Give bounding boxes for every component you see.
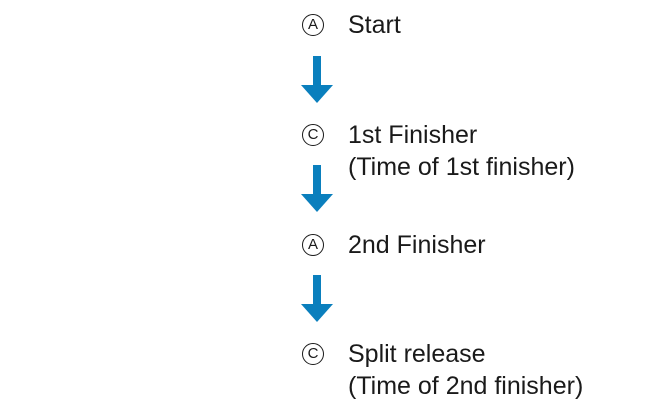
marker-c-icon: C [302,343,324,365]
down-arrow-icon [301,56,333,103]
step-sublabel: (Time of 2nd finisher) [348,372,584,400]
marker-c-icon: C [302,124,324,146]
step-label: Start [348,11,401,39]
step-label: Split release [348,340,486,368]
step-sublabel: (Time of 1st finisher) [348,153,575,181]
down-arrow-icon [301,275,333,322]
marker-a-icon: A [302,14,324,36]
step-label: 1st Finisher [348,121,478,149]
down-arrow-icon [301,165,333,212]
marker-a-icon: A [302,234,324,256]
step-label: 2nd Finisher [348,231,486,259]
